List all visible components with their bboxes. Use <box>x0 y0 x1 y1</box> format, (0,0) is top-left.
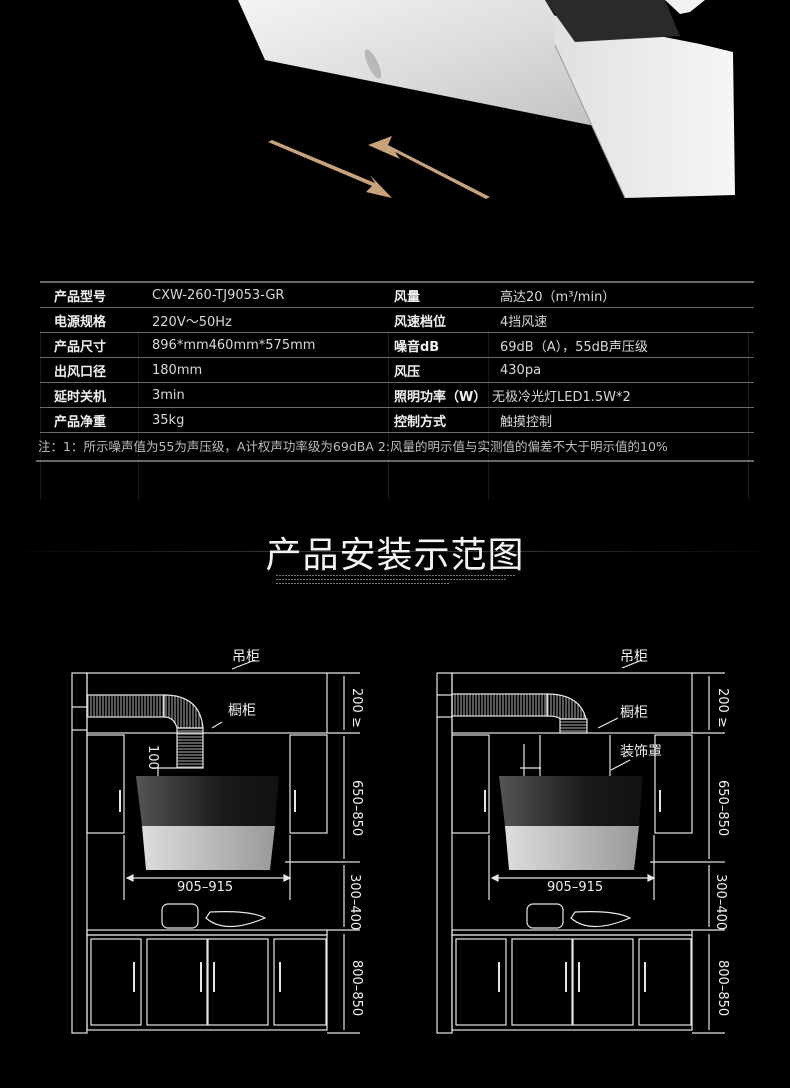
install-diagram-standard: 吊柜 橱柜 100 905–915 200 ≥ 650–850 300–400 … <box>60 640 390 1040</box>
divider <box>40 330 41 500</box>
label-cabinet: 橱柜 <box>620 705 648 721</box>
product-hero-image <box>0 0 790 270</box>
spec-value: 触摸控制 <box>500 414 553 430</box>
spec-value: 180mm <box>152 362 203 378</box>
spec-label: 噪音dB <box>394 339 440 355</box>
dim-top: 200 ≥ <box>349 688 364 728</box>
table-row: 产品型号 CXW-260-TJ9053-GR 风量 高达20（m³/min） <box>40 283 754 308</box>
table-bottom-border <box>36 460 754 462</box>
dim-upper: 650–850 <box>715 780 730 837</box>
table-row: 产品尺寸 896*mm460mm*575mm 噪音dB 69dB（A），55dB… <box>40 333 754 358</box>
spec-value: 无极冷光灯LED1.5W*2 <box>492 389 631 405</box>
install-diagram-decorative-cover: 吊柜 橱柜 装饰罩 905–915 200 ≥ 650–850 300–400 … <box>430 640 760 1040</box>
spec-label: 控制方式 <box>394 414 447 430</box>
airflow-arrows-icon <box>268 136 490 199</box>
label-decorative-cover: 装饰罩 <box>620 744 662 760</box>
dim-upper: 650–850 <box>349 780 364 837</box>
spec-label: 延时关机 <box>54 389 107 405</box>
spec-label: 电源规格 <box>54 314 107 330</box>
spec-label: 风压 <box>394 364 421 380</box>
spec-label: 产品净重 <box>54 414 107 430</box>
dim-top: 200 ≥ <box>715 688 730 728</box>
spec-value: 430pa <box>500 362 542 378</box>
kitchen-layout-icon <box>436 659 725 1034</box>
spec-footnote: 注：1：所示噪声值为55为声压级，A计权声功率级为69dBA 2:风量的明示值与… <box>38 439 668 454</box>
spec-value: 高达20（m³/min） <box>500 289 616 305</box>
dim-width: 905–915 <box>177 880 234 895</box>
dim-gap: 300–400 <box>347 874 362 931</box>
dim-duct-clearance: 100 <box>145 745 160 770</box>
label-hanging-cabinet: 吊柜 <box>620 649 648 665</box>
table-row: 电源规格 220V～50Hz 风速档位 4挡风速 <box>40 308 754 333</box>
dim-base: 800–850 <box>715 960 730 1017</box>
table-row: 产品净重 35kg 控制方式 触摸控制 <box>40 408 754 433</box>
dim-base: 800–850 <box>349 960 364 1017</box>
spec-label: 产品型号 <box>54 289 107 305</box>
spec-value: 4挡风速 <box>500 314 548 330</box>
divider <box>488 330 489 500</box>
label-cabinet: 橱柜 <box>228 703 256 719</box>
range-hood-icon <box>238 0 735 199</box>
divider <box>388 330 389 500</box>
divider <box>748 330 749 500</box>
spec-value: 3min <box>152 387 185 403</box>
spec-label: 风速档位 <box>394 314 447 330</box>
spec-label: 出风口径 <box>54 364 107 380</box>
table-row: 出风口径 180mm 风压 430pa <box>40 358 754 383</box>
label-hanging-cabinet: 吊柜 <box>232 649 260 665</box>
spec-label: 产品尺寸 <box>54 339 107 355</box>
table-row: 延时关机 3min 照明功率（W） 无极冷光灯LED1.5W*2 <box>40 383 754 408</box>
divider <box>138 330 139 500</box>
spec-value: 69dB（A），55dB声压级 <box>500 339 648 355</box>
divider <box>0 551 790 552</box>
spec-label: 照明功率（W） <box>394 389 487 405</box>
dim-gap: 300–400 <box>713 874 728 931</box>
spec-table: 产品型号 CXW-260-TJ9053-GR 风量 高达20（m³/min） 电… <box>36 281 754 462</box>
table-top-border <box>40 281 754 283</box>
spec-value: 220V～50Hz <box>152 314 232 330</box>
subtitle-fine-print <box>276 572 516 587</box>
spec-value: 35kg <box>152 412 185 428</box>
dim-width: 905–915 <box>547 880 604 895</box>
spec-value: 896*mm460mm*575mm <box>152 337 316 353</box>
section-title: 产品安装示范图 <box>265 535 525 576</box>
spec-label: 风量 <box>394 289 421 305</box>
spec-value: CXW-260-TJ9053-GR <box>152 287 285 303</box>
kitchen-layout-icon <box>71 659 360 1034</box>
